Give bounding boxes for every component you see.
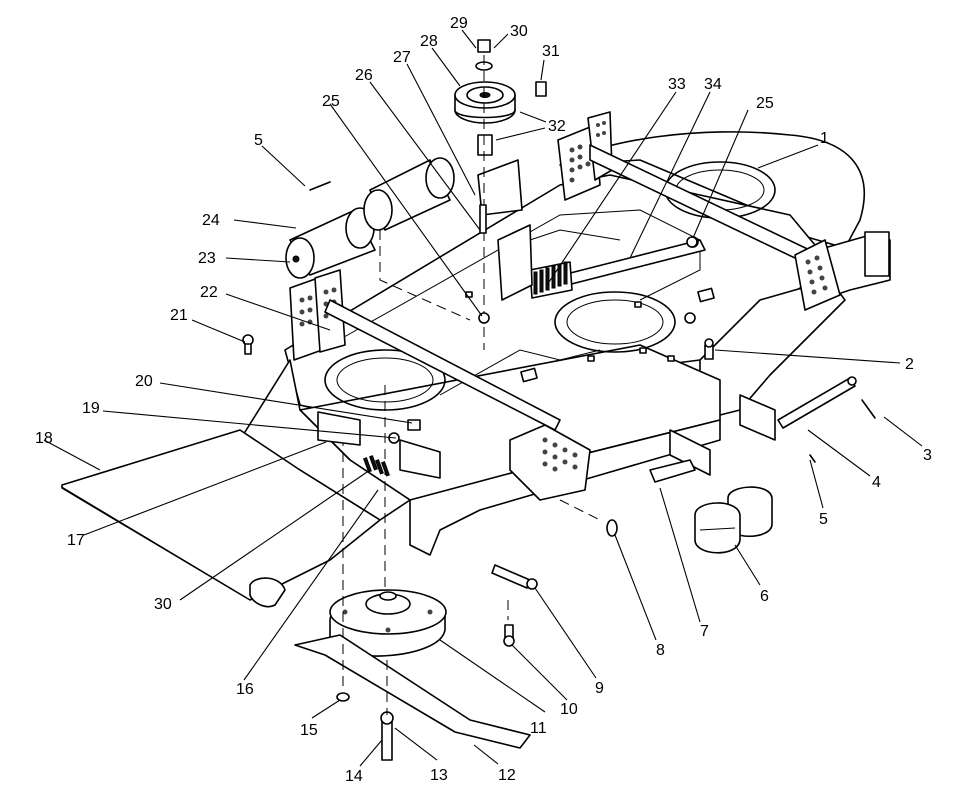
anti-scalp-rollers xyxy=(285,157,471,321)
callout-24: 24 xyxy=(202,212,220,229)
callout-32: 32 xyxy=(548,118,566,135)
callout-22: 22 xyxy=(200,284,218,301)
callout-11: 11 xyxy=(530,720,547,737)
callout-29: 29 xyxy=(450,15,468,32)
callout-13: 13 xyxy=(430,767,448,784)
callout-12: 12 xyxy=(498,767,516,784)
callout-9: 9 xyxy=(595,680,604,697)
callout-20: 20 xyxy=(135,373,153,390)
callout-30-top: 30 xyxy=(510,23,528,40)
callout-21: 21 xyxy=(170,307,188,324)
callout-6: 6 xyxy=(760,588,769,605)
callout-8: 8 xyxy=(656,642,665,659)
callout-5-left: 5 xyxy=(254,132,263,149)
hardware xyxy=(242,181,876,647)
callout-33: 33 xyxy=(668,76,686,93)
leader-lines xyxy=(43,29,923,767)
callout-23: 23 xyxy=(198,250,216,267)
callout-17: 17 xyxy=(67,532,85,549)
callout-7: 7 xyxy=(700,623,709,640)
callout-30-bottom: 30 xyxy=(154,596,172,613)
callout-27: 27 xyxy=(393,49,411,66)
callout-16: 16 xyxy=(236,681,254,698)
callout-10: 10 xyxy=(560,701,578,718)
front-rollers xyxy=(694,486,773,554)
callout-14: 14 xyxy=(345,768,363,785)
callout-19: 19 xyxy=(82,400,100,417)
callout-2: 2 xyxy=(905,356,914,373)
callout-5-right: 5 xyxy=(819,511,828,528)
callout-31: 31 xyxy=(542,43,560,60)
callouts: 1 2 3 4 5 5 6 7 8 9 10 11 12 13 14 15 16… xyxy=(35,15,932,785)
callout-34: 34 xyxy=(704,76,722,93)
callout-25-right: 25 xyxy=(756,95,774,112)
callout-28: 28 xyxy=(420,33,438,50)
callout-15: 15 xyxy=(300,722,318,739)
callout-25-left: 25 xyxy=(322,93,340,110)
idler-pulley-stack xyxy=(454,39,547,350)
callout-18: 18 xyxy=(35,430,53,447)
callout-3: 3 xyxy=(923,447,932,464)
discharge-chute xyxy=(61,429,381,608)
callout-26: 26 xyxy=(355,67,373,84)
idler-arm-assembly xyxy=(477,159,706,324)
axle-assembly xyxy=(649,376,857,483)
callout-4: 4 xyxy=(872,474,881,491)
callout-1: 1 xyxy=(820,130,829,147)
hanger-brackets xyxy=(289,111,841,501)
blade-spindle xyxy=(294,385,531,761)
